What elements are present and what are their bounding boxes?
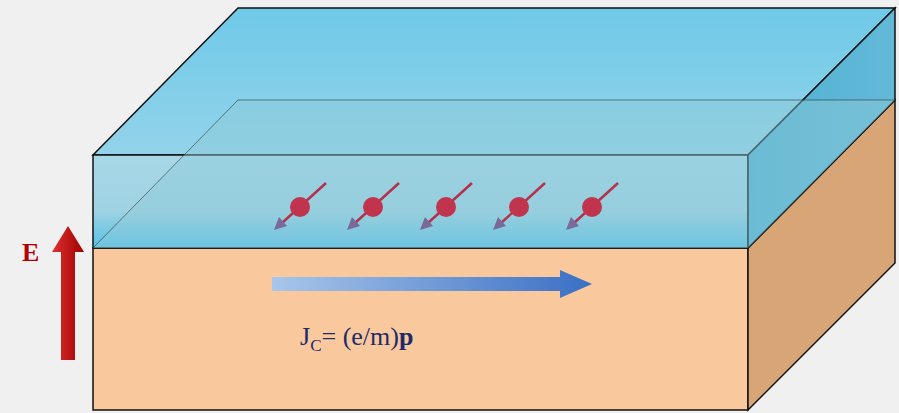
spin-line [501, 183, 545, 223]
interface-edge [93, 100, 895, 248]
current-subscript: C [310, 336, 321, 355]
spin-ball [290, 197, 310, 217]
spin-head [274, 217, 287, 230]
formula-factor: = (e/m) [321, 322, 398, 351]
spin-line [428, 183, 472, 223]
spin-ball [509, 197, 529, 217]
spin-head [420, 217, 433, 230]
current-formula: JC= (e/m)p [300, 322, 413, 356]
spin-ball [363, 197, 383, 217]
field-label: E [22, 238, 39, 267]
spin-line [574, 183, 618, 223]
current-symbol: J [300, 322, 310, 351]
spin-ball [436, 197, 456, 217]
spin-ball [582, 197, 602, 217]
spin-head [493, 217, 506, 230]
current-arrow [272, 270, 592, 298]
spin-head [566, 217, 579, 230]
spin-head [347, 217, 360, 230]
interface-plane [93, 100, 895, 248]
spin-line [355, 183, 399, 223]
substrate-front [93, 248, 748, 410]
momentum-symbol: p [399, 322, 413, 351]
spin-symbols [274, 183, 618, 230]
field-arrow [52, 226, 84, 360]
field-label-box: E [22, 238, 39, 268]
spin-line [282, 183, 326, 223]
